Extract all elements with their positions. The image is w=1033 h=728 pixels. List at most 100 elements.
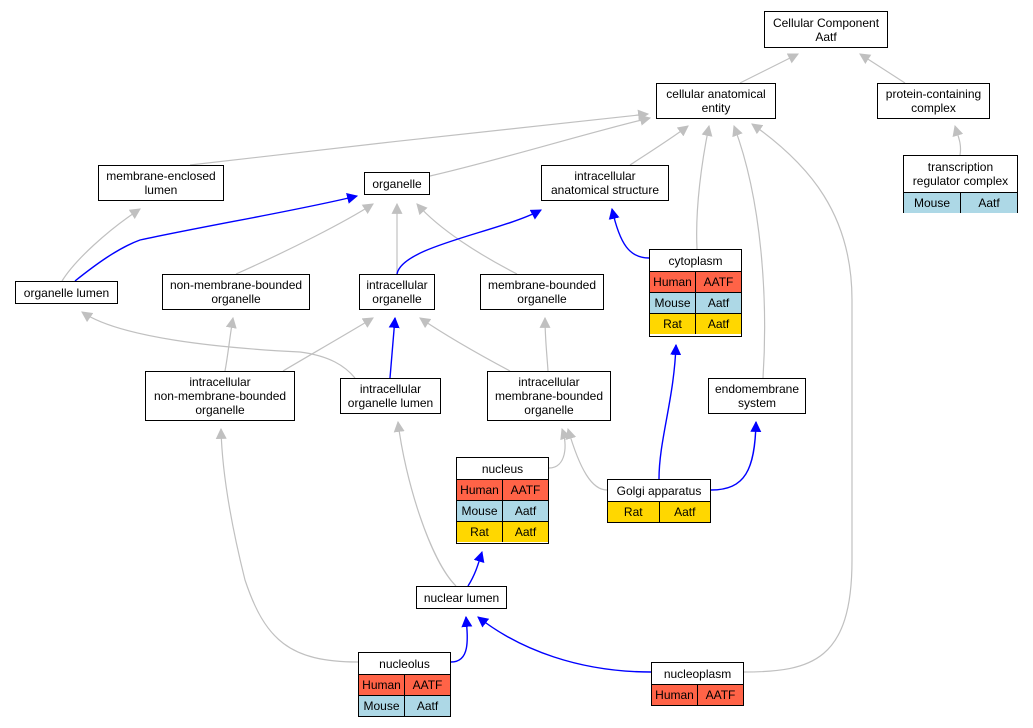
node-cellular-anatomical-entity: cellular anatomical entity bbox=[656, 83, 776, 119]
species-rat: Rat bbox=[457, 522, 502, 542]
gene-symbol: Aatf bbox=[404, 696, 450, 716]
node-label: membrane-bounded organelle bbox=[487, 278, 597, 306]
node-intracellular-anatomical-structure: intracellular anatomical structure bbox=[541, 165, 669, 201]
node-label: intracellular organelle lumen bbox=[347, 382, 434, 410]
edge-is-a bbox=[539, 316, 551, 372]
node-non-membrane-bounded-organelle: non-membrane-bounded organelle bbox=[162, 274, 310, 310]
node-intracellular-organelle-lumen: intracellular organelle lumen bbox=[340, 378, 441, 414]
annotation-row-mouse: Mouse Aatf bbox=[457, 500, 548, 521]
node-label: intracellular anatomical structure bbox=[550, 169, 660, 197]
node-intracellular-non-membrane-bounded-organelle: intracellular non-membrane-bounded organ… bbox=[145, 371, 295, 421]
edge-part-of bbox=[608, 207, 650, 259]
species-mouse: Mouse bbox=[650, 293, 695, 313]
node-nucleus: nucleus Human AATF Mouse Aatf Rat Aatf bbox=[456, 457, 549, 544]
node-label: nuclear lumen bbox=[423, 590, 500, 605]
gene-symbol: Aatf bbox=[502, 522, 548, 542]
species-mouse: Mouse bbox=[904, 193, 960, 213]
node-cellular-component: Cellular Component Aatf bbox=[764, 11, 888, 48]
annotation-row-rat: Rat Aatf bbox=[650, 313, 741, 334]
edge-part-of bbox=[388, 316, 400, 379]
edge-is-a bbox=[743, 123, 853, 673]
node-organelle: organelle bbox=[364, 172, 430, 195]
node-protein-containing-complex: protein-containing complex bbox=[877, 83, 990, 119]
species-human: Human bbox=[457, 480, 502, 500]
node-nucleolus: nucleolus Human AATF Mouse Aatf bbox=[358, 652, 451, 717]
edge-is-a bbox=[696, 124, 713, 250]
gene-symbol: Aatf bbox=[960, 193, 1017, 213]
node-label: nucleoplasm bbox=[663, 666, 732, 681]
node-label: intracellular organelle bbox=[366, 278, 428, 306]
edge-part-of bbox=[450, 615, 473, 663]
node-label: nucleus bbox=[481, 461, 524, 476]
node-intracellular-organelle: intracellular organelle bbox=[359, 274, 435, 310]
edge-is-a bbox=[282, 317, 374, 372]
node-label: intracellular non-membrane-bounded organ… bbox=[153, 375, 287, 417]
edge-is-a bbox=[235, 203, 374, 275]
edge-part-of bbox=[710, 420, 762, 491]
node-transcription-regulator-complex: transcription regulator complex Mouse Aa… bbox=[903, 155, 1018, 213]
edge-part-of bbox=[396, 209, 542, 275]
edge-is-a bbox=[548, 427, 571, 469]
annotation-row-mouse: Mouse Aatf bbox=[650, 292, 741, 313]
annotation-row-human: Human AATF bbox=[457, 479, 548, 500]
species-mouse: Mouse bbox=[359, 696, 404, 716]
species-rat: Rat bbox=[650, 314, 695, 334]
species-human: Human bbox=[359, 675, 404, 695]
gene-symbol: AATF bbox=[404, 675, 450, 695]
node-membrane-bounded-organelle: membrane-bounded organelle bbox=[480, 274, 604, 310]
edge-is-a bbox=[393, 420, 457, 587]
annotation-row-mouse: Mouse Aatf bbox=[904, 192, 1017, 213]
edge-is-a bbox=[565, 427, 608, 491]
annotation-row-mouse: Mouse Aatf bbox=[359, 695, 450, 716]
node-golgi-apparatus: Golgi apparatus Rat Aatf bbox=[607, 479, 711, 523]
annotation-row-human: Human AATF bbox=[359, 674, 450, 695]
edge-part-of bbox=[477, 616, 652, 673]
node-nuclear-lumen: nuclear lumen bbox=[416, 586, 507, 609]
edge-is-a bbox=[224, 316, 237, 372]
gene-symbol: AATF bbox=[695, 272, 741, 292]
gene-symbol: Aatf bbox=[502, 501, 548, 521]
node-label: endomembrane system bbox=[714, 382, 800, 410]
edge-is-a bbox=[81, 311, 356, 379]
node-membrane-enclosed-lumen: membrane-enclosed lumen bbox=[98, 165, 224, 201]
node-intracellular-membrane-bounded-organelle: intracellular membrane-bounded organelle bbox=[487, 371, 611, 421]
gene-symbol: Aatf bbox=[658, 502, 710, 522]
gene-symbol: AATF bbox=[697, 685, 743, 705]
edge-is-a bbox=[215, 427, 359, 663]
node-label: nucleolus bbox=[379, 656, 430, 671]
node-cytoplasm: cytoplasm Human AATF Mouse Aatf Rat Aatf bbox=[649, 249, 742, 337]
edge-is-a bbox=[629, 125, 689, 166]
edge-is-a bbox=[859, 53, 906, 84]
annotation-row-human: Human AATF bbox=[652, 684, 743, 705]
edge-is-a bbox=[732, 124, 766, 379]
annotation-row-human: Human AATF bbox=[650, 271, 741, 292]
edge-is-a bbox=[416, 203, 518, 275]
annotation-row-rat: Rat Aatf bbox=[608, 501, 710, 522]
node-label: protein-containing complex bbox=[885, 87, 982, 115]
gene-symbol: AATF bbox=[502, 480, 548, 500]
species-rat: Rat bbox=[608, 502, 659, 522]
annotation-row-rat: Rat Aatf bbox=[457, 521, 548, 542]
node-label: organelle lumen bbox=[23, 285, 110, 300]
edge-is-a bbox=[189, 109, 650, 166]
edge-part-of bbox=[74, 193, 359, 282]
node-nucleoplasm: nucleoplasm Human AATF bbox=[651, 662, 744, 706]
gene-symbol: Aatf bbox=[695, 293, 741, 313]
edge-is-a bbox=[739, 53, 799, 84]
edge-part-of bbox=[658, 343, 682, 480]
species-human: Human bbox=[652, 685, 697, 705]
node-label: Golgi apparatus bbox=[616, 483, 702, 498]
edge-is-a bbox=[61, 208, 141, 282]
node-label: cellular anatomical entity bbox=[666, 87, 766, 115]
species-human: Human bbox=[650, 272, 695, 292]
node-label: cytoplasm bbox=[668, 253, 723, 268]
node-organelle-lumen: organelle lumen bbox=[15, 281, 118, 304]
edge-is-a bbox=[952, 124, 964, 156]
edge-is-a bbox=[429, 114, 652, 177]
node-label: non-membrane-bounded organelle bbox=[169, 278, 303, 306]
gene-symbol: Aatf bbox=[695, 314, 741, 334]
edge-part-of bbox=[467, 550, 485, 587]
node-label: intracellular membrane-bounded organelle bbox=[494, 375, 604, 417]
species-mouse: Mouse bbox=[457, 501, 502, 521]
